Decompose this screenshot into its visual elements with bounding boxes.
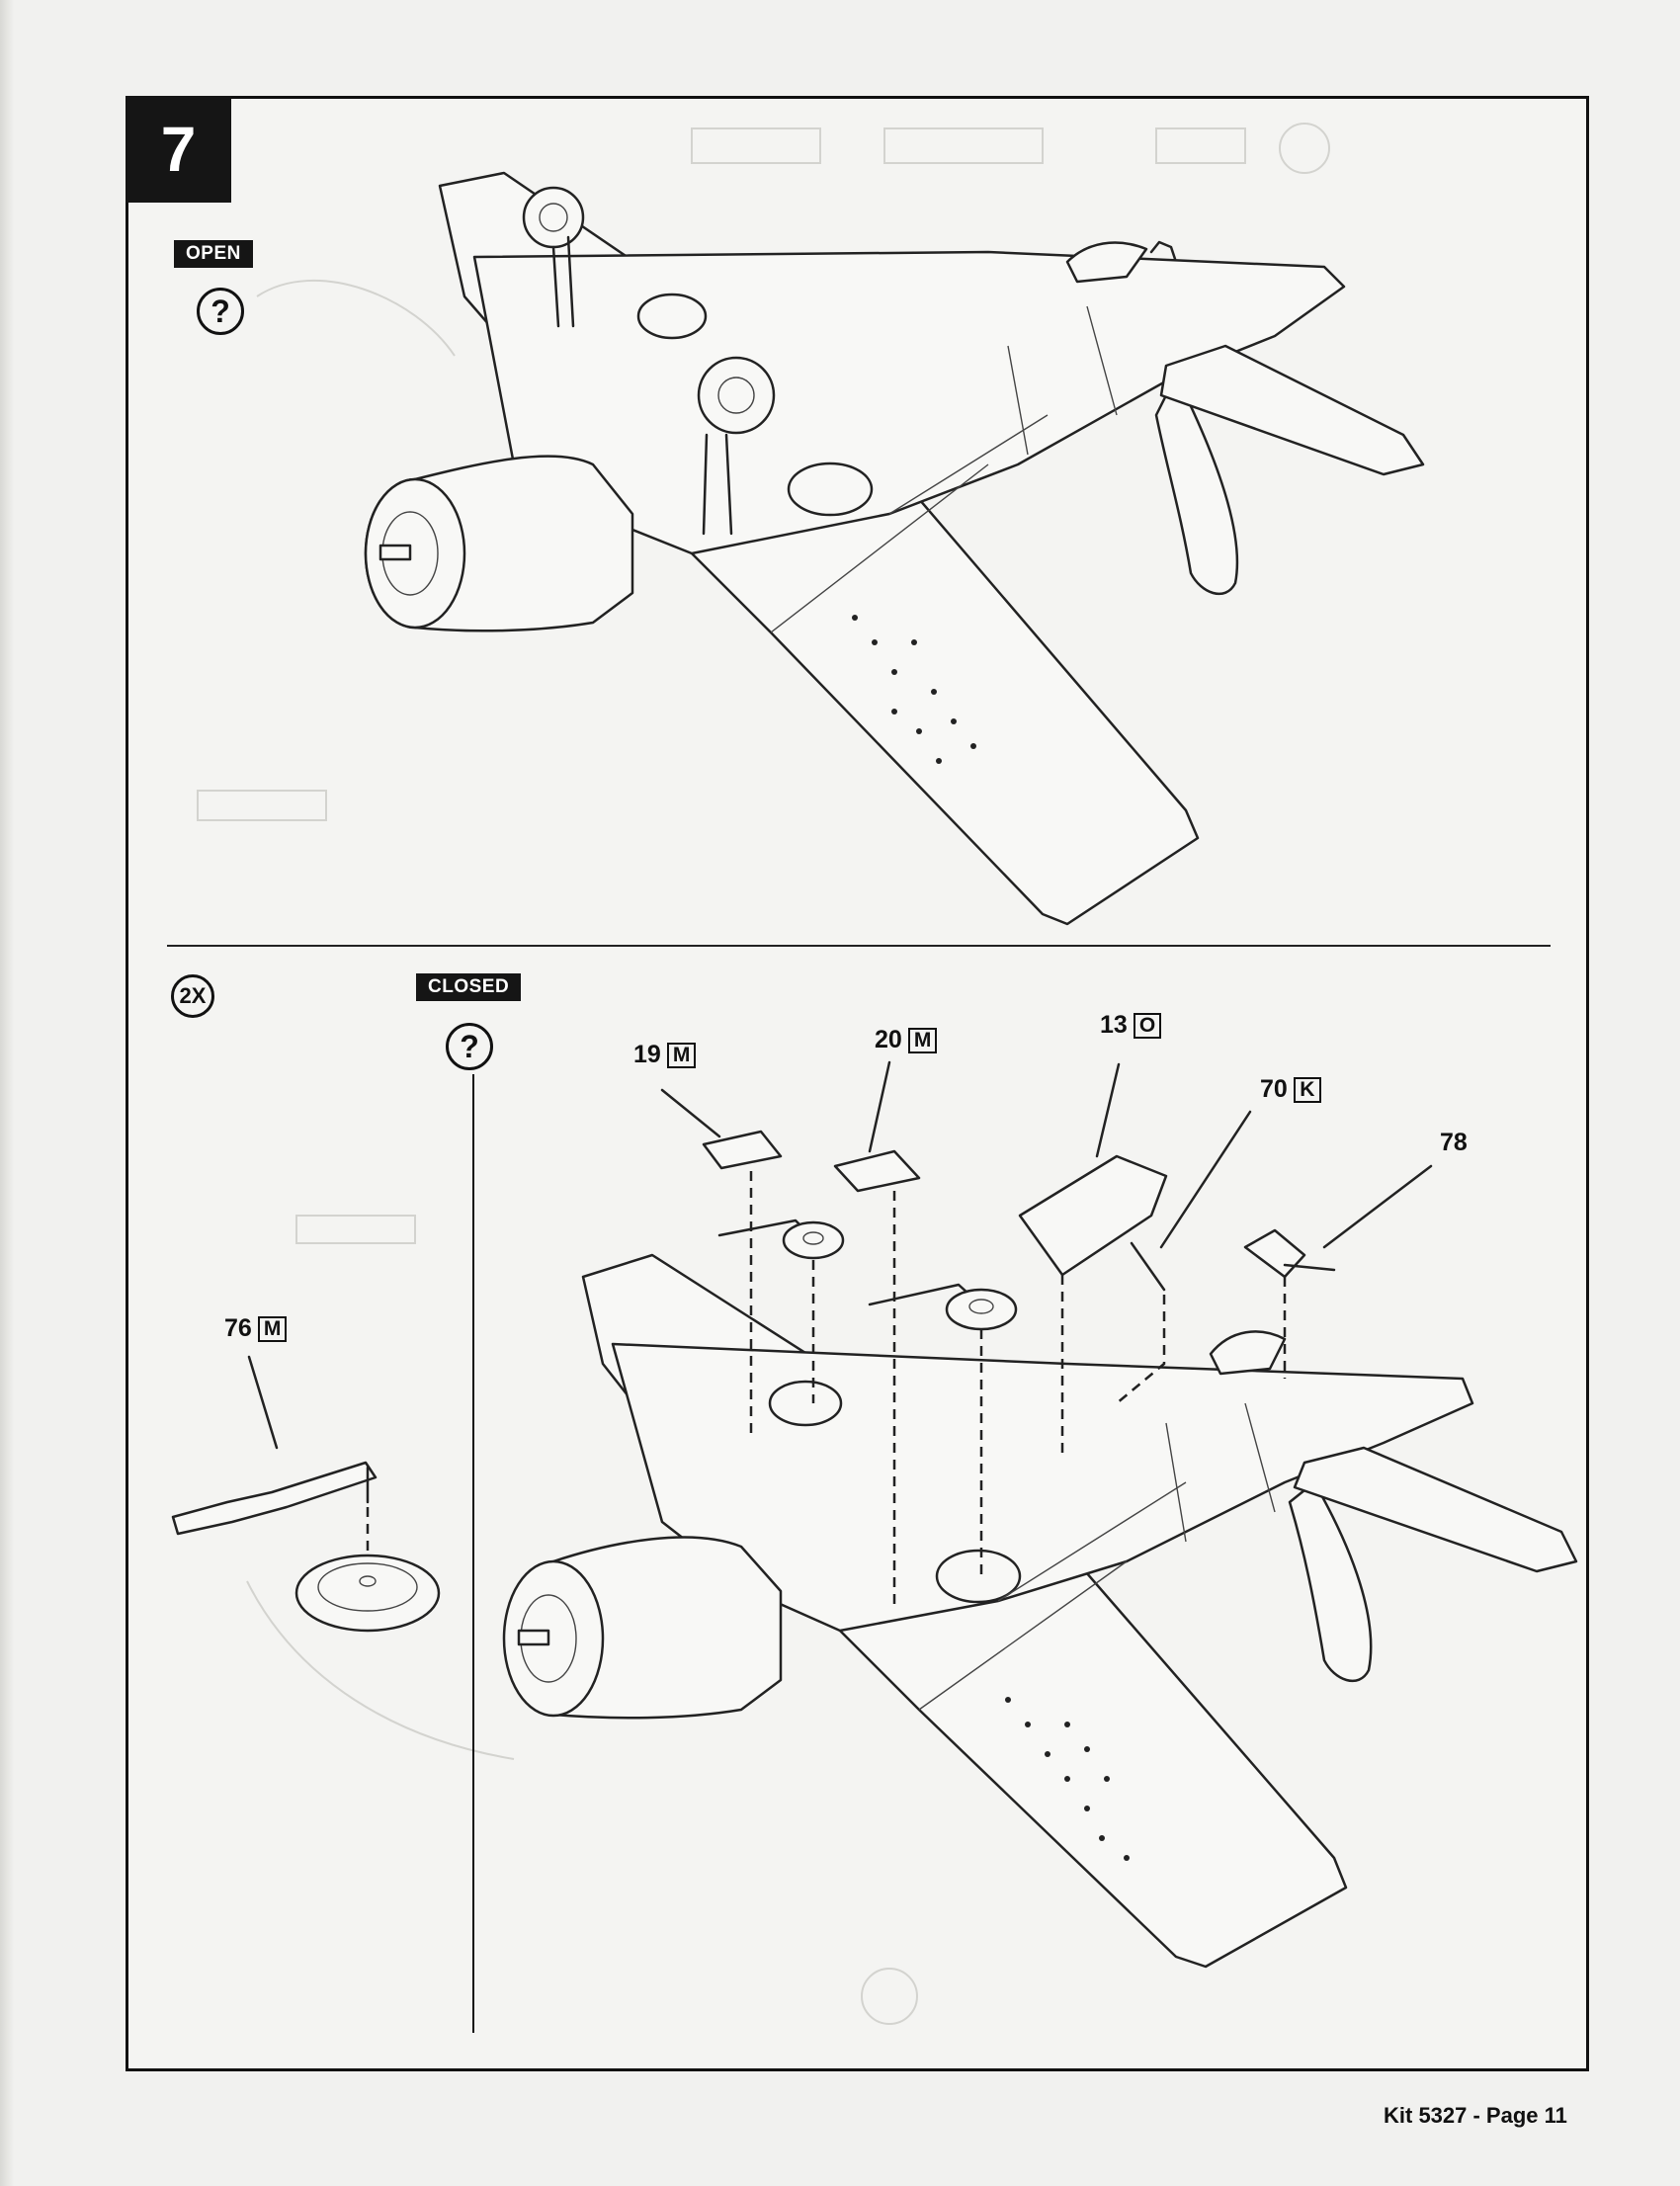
- question-mark-open-icon: ?: [197, 288, 244, 335]
- open-tag: OPEN: [174, 240, 253, 268]
- part-sprue-letter: O: [1133, 1012, 1162, 1039]
- part-sprue-letter: M: [907, 1027, 938, 1053]
- part-label-19: 19 M: [633, 1041, 697, 1069]
- part-number: 20: [875, 1026, 902, 1053]
- part-sprue-letter: M: [666, 1042, 697, 1068]
- airplane-closed-gear-drawing: [502, 1253, 1578, 1969]
- part-label-13: 13 O: [1100, 1011, 1162, 1040]
- part-number: 78: [1440, 1129, 1468, 1156]
- part-number: 13: [1100, 1011, 1128, 1039]
- part-label-78: 78: [1440, 1129, 1468, 1157]
- closed-section-rule: [472, 1074, 474, 2033]
- page-footer: Kit 5327 - Page 11: [1384, 2103, 1567, 2128]
- part-label-20: 20 M: [875, 1026, 938, 1054]
- question-mark-closed-icon: ?: [446, 1023, 493, 1070]
- step-number-badge: 7: [126, 96, 231, 203]
- part-sprue-letter: M: [257, 1315, 288, 1342]
- multiplier-badge: 2X: [171, 974, 214, 1018]
- closed-tag: CLOSED: [416, 973, 522, 1001]
- part-number: 76: [224, 1314, 252, 1342]
- parts-and-guides: [171, 1060, 1433, 1633]
- part-label-76: 76 M: [224, 1314, 288, 1343]
- part-number: 70: [1260, 1075, 1288, 1103]
- part-number: 19: [633, 1041, 661, 1068]
- section-divider: [167, 945, 1551, 947]
- airplane-open-gear-drawing: [364, 171, 1425, 926]
- show-through-ghost-art: [197, 123, 1330, 2025]
- part-sprue-letter: K: [1293, 1076, 1321, 1103]
- part-label-70: 70 K: [1260, 1075, 1321, 1104]
- page-edge-shadow: [0, 0, 14, 2186]
